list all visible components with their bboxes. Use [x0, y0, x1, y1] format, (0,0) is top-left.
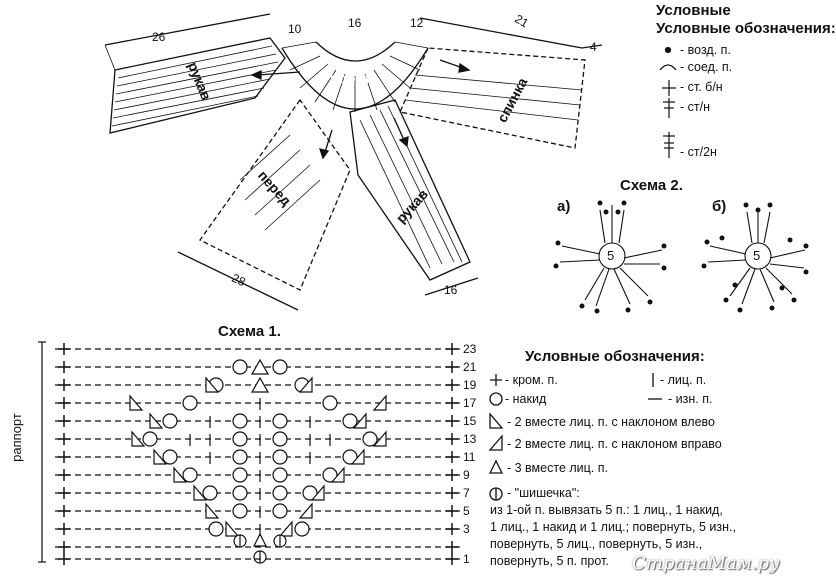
legend-bottom-title: Условные обозначения: [525, 348, 705, 365]
row-number-1: 1 [463, 552, 470, 566]
legend-k3: - 3 вместе лиц. п. [507, 461, 608, 475]
watermark: СтранаМам.ру [632, 553, 780, 574]
scheme2-label-b: б) [712, 198, 727, 215]
measure-neck-right: 12 [410, 16, 424, 30]
legend-bobble-desc-1: из 1-ой п. вывязать 5 п.: 1 лиц., 1 наки… [490, 503, 723, 517]
scheme2-label-a: а) [557, 198, 571, 215]
legend-top-item-5: - ст/2н [680, 145, 717, 159]
legend-top-title: Условные обозначения: [656, 20, 836, 37]
measure-neck-left: 10 [288, 22, 302, 36]
row-number-21: 21 [463, 360, 477, 374]
row-number-9: 9 [463, 468, 470, 482]
right-sleeve-shape [349, 99, 471, 281]
legend-bobble: - "шишечка": [507, 486, 580, 500]
row-number-11: 11 [463, 450, 476, 464]
measure-neck-center: 16 [348, 16, 362, 30]
legend-top-item-3: - ст. б/н [680, 80, 723, 94]
measure-sleeve-left-top: 26 [152, 30, 166, 44]
scheme2-title: Схема 2. [620, 177, 683, 194]
row-number-7: 7 [463, 486, 470, 500]
row-number-19: 19 [463, 378, 477, 392]
row-number-17: 17 [463, 396, 477, 410]
legend-k2-right: - 2 вместе лиц. п. с наклоном вправо [507, 437, 722, 451]
label-collar: ворот [330, 70, 371, 86]
front-shape [199, 98, 351, 291]
legend-krom: - кром. п. [505, 373, 558, 387]
back-shape [399, 47, 586, 149]
measure-back-side: 4 [590, 40, 597, 54]
legend-nakid: - накид [505, 392, 547, 406]
scheme2-center-b: 5 [753, 248, 761, 263]
legend-top-item-2: - соед. п. [680, 60, 733, 74]
legend-lits: - лиц. п. [660, 373, 707, 387]
scheme1-title: Схема 1. [218, 323, 281, 340]
row-number-3: 3 [463, 522, 470, 536]
legend-izn: - изн. п. [668, 392, 713, 406]
legend-bobble-desc-4: повернуть, 5 п. прот. [490, 554, 609, 568]
legend-top-item-4: - ст/н [680, 100, 710, 114]
measure-sleeve-right-bottom: 16 [444, 283, 458, 297]
legend-bobble-desc-3: повернуть, 5 лиц., повернуть, 5 изн., [490, 537, 703, 551]
row-number-15: 15 [463, 414, 477, 428]
scheme2-center-a: 5 [607, 248, 615, 263]
legend-top-item-1: - возд. п. [680, 43, 731, 57]
row-number-23: 23 [463, 342, 477, 356]
row-number-13: 13 [463, 432, 477, 446]
left-sleeve-shape [109, 37, 286, 134]
legend-bobble-desc-2: 1 лиц., 1 накид и 1 лиц.; повернуть, 5 и… [490, 520, 736, 534]
legend-k2-left: - 2 вместе лиц. п. с наклоном влево [507, 415, 716, 429]
legend-top-title-line1: Условные [656, 2, 731, 19]
row-number-5: 5 [463, 504, 470, 518]
